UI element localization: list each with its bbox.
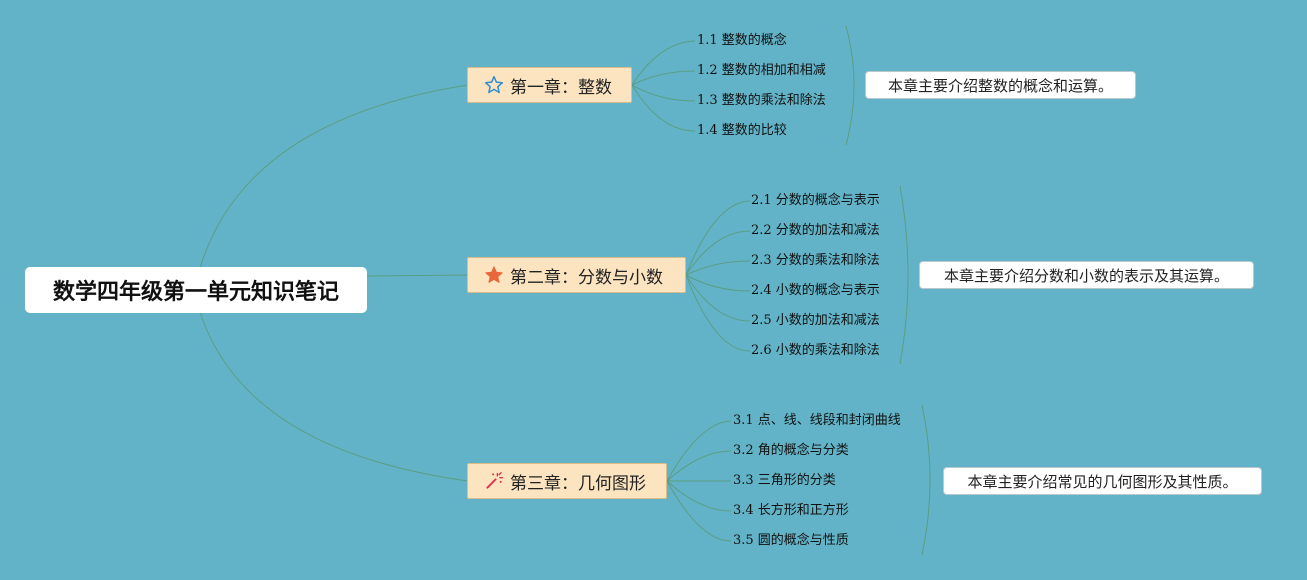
chapter-3-summary[interactable]: 本章主要介绍常见的几何图形及其性质。 xyxy=(943,467,1262,495)
topic-2-3[interactable]: 2.3 分数的乘法和除法 xyxy=(751,253,880,268)
topic-1-4[interactable]: 1.4 整数的比较 xyxy=(697,123,787,138)
star-filled-icon xyxy=(483,264,505,286)
chapter-2-summary[interactable]: 本章主要介绍分数和小数的表示及其运算。 xyxy=(919,261,1254,289)
edge-root-chapter-2 xyxy=(366,274,469,277)
chapter-3-title: 第三章：几何图形 xyxy=(510,473,646,494)
topic-1-2[interactable]: 1.2 整数的相加和相减 xyxy=(697,63,826,78)
topic-2-5[interactable]: 2.5 小数的加法和减法 xyxy=(751,313,880,328)
chapter-1-summary-text: 本章主要介绍整数的概念和运算。 xyxy=(887,76,1113,95)
topic-3-5[interactable]: 3.5 圆的概念与性质 xyxy=(733,533,849,548)
topic-3-2[interactable]: 3.2 角的概念与分类 xyxy=(733,443,849,458)
chapter-1-node[interactable]: 第一章：整数 xyxy=(467,67,632,103)
edge-root-chapter-3 xyxy=(199,311,469,482)
root-topic[interactable]: 数学四年级第一单元知识笔记 xyxy=(25,267,367,313)
magic-wand-icon xyxy=(483,470,505,492)
chapter-2-title: 第二章：分数与小数 xyxy=(510,267,663,288)
topic-1-3[interactable]: 1.3 整数的乘法和除法 xyxy=(697,93,826,108)
chapter-2-node[interactable]: 第二章：分数与小数 xyxy=(467,257,686,293)
topic-2-1[interactable]: 2.1 分数的概念与表示 xyxy=(751,193,880,208)
chapter-1-title: 第一章：整数 xyxy=(510,77,612,98)
topic-2-4[interactable]: 2.4 小数的概念与表示 xyxy=(751,283,880,298)
topic-3-3[interactable]: 3.3 三角形的分类 xyxy=(733,473,836,488)
topic-2-6[interactable]: 2.6 小数的乘法和除法 xyxy=(751,343,880,358)
chapter-3-node[interactable]: 第三章：几何图形 xyxy=(467,463,667,499)
topic-1-1[interactable]: 1.1 整数的概念 xyxy=(697,33,787,48)
chapter-1-summary[interactable]: 本章主要介绍整数的概念和运算。 xyxy=(865,71,1136,99)
chapter-3-summary-text: 本章主要介绍常见的几何图形及其性质。 xyxy=(967,472,1238,491)
chapter-2-summary-text: 本章主要介绍分数和小数的表示及其运算。 xyxy=(943,266,1229,285)
topic-2-2[interactable]: 2.2 分数的加法和减法 xyxy=(751,223,880,238)
edge-root-chapter-1 xyxy=(199,84,469,269)
star-outline-icon xyxy=(483,74,505,96)
topic-3-4[interactable]: 3.4 长方形和正方形 xyxy=(733,503,849,518)
topic-3-1[interactable]: 3.1 点、线、线段和封闭曲线 xyxy=(733,413,901,428)
root-title: 数学四年级第一单元知识笔记 xyxy=(52,280,339,305)
